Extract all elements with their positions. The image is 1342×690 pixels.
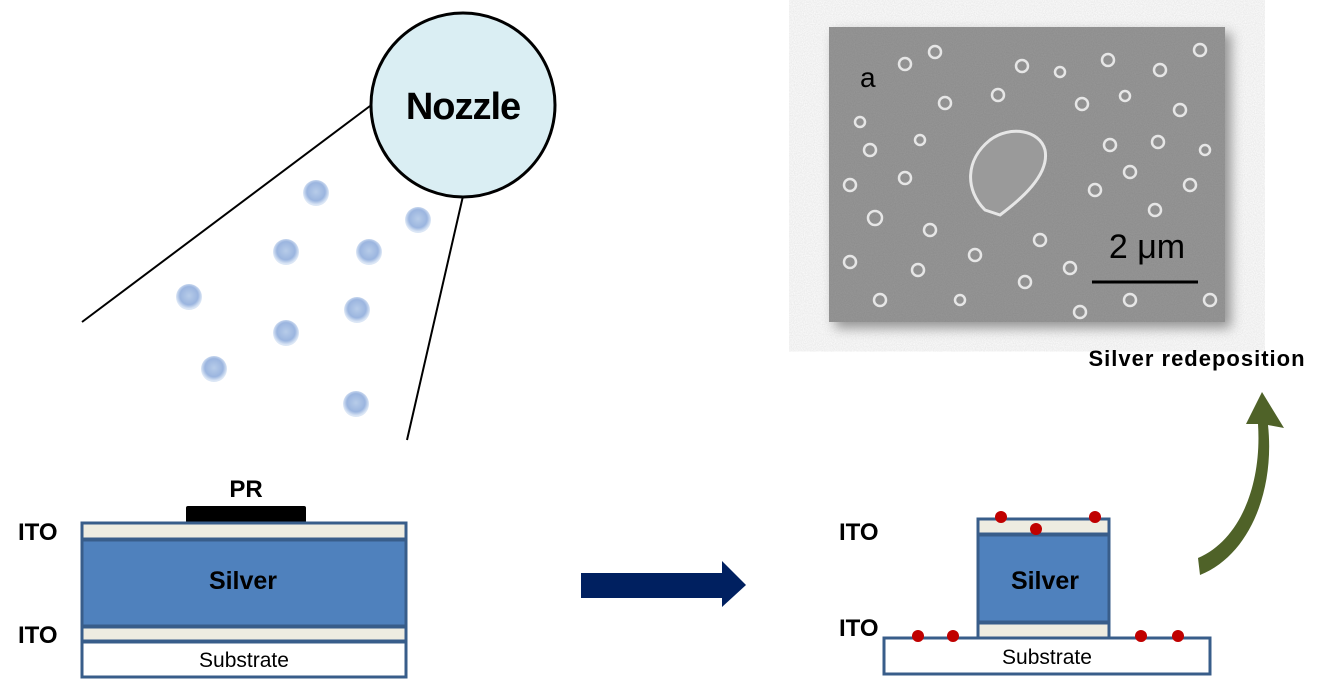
- droplet: [356, 239, 382, 265]
- substrate-layer: [80, 640, 408, 679]
- ito-bottom-layer: [80, 625, 408, 643]
- silver-particle: [947, 630, 959, 642]
- pr-layer: [186, 506, 306, 523]
- ito-top-label: ITO: [18, 519, 58, 546]
- silver-particle: [1135, 630, 1147, 642]
- droplet: [201, 356, 227, 382]
- ito-top-layer: [80, 521, 408, 541]
- silver-particles: [912, 511, 1184, 642]
- silver-particle: [1172, 630, 1184, 642]
- substrate-label: Substrate: [1002, 646, 1092, 669]
- sem-scale-label: 2 μm: [1109, 228, 1185, 266]
- silver-particle: [995, 511, 1007, 523]
- droplet: [344, 297, 370, 323]
- ito-bottom-label: ITO: [18, 622, 58, 649]
- right-layer-stack: [882, 517, 1212, 676]
- silver-particle: [1030, 523, 1042, 535]
- spray-line-right: [406, 195, 464, 441]
- nozzle-label: Nozzle: [406, 86, 520, 128]
- process-arrow-icon: [581, 561, 746, 607]
- silver-particle: [1089, 511, 1101, 523]
- droplet: [343, 391, 369, 417]
- redeposition-arrow-icon: [1198, 392, 1284, 575]
- silver-label: Silver: [209, 567, 277, 595]
- droplet: [405, 207, 431, 233]
- ito-top-layer: [976, 517, 1111, 536]
- droplet: [273, 320, 299, 346]
- ito-bottom-layer: [976, 621, 1111, 640]
- ito-top-label: ITO: [839, 519, 879, 546]
- sem-panel-label: a: [860, 62, 876, 93]
- droplets: [176, 180, 431, 417]
- silver-particle: [912, 630, 924, 642]
- droplet: [176, 284, 202, 310]
- substrate-label: Substrate: [199, 649, 289, 672]
- droplet: [303, 180, 329, 206]
- silver-layer: [976, 533, 1111, 624]
- nozzle: Nozzle: [369, 11, 557, 199]
- pr-label: PR: [229, 476, 262, 503]
- droplet: [273, 239, 299, 265]
- spray-line-left: [81, 105, 371, 323]
- silver-label: Silver: [1011, 567, 1079, 595]
- sem-particles: [842, 42, 1218, 320]
- left-layer-stack: [80, 506, 408, 679]
- redeposition-caption: Silver redeposition: [1088, 346, 1305, 371]
- ito-bottom-label: ITO: [839, 615, 879, 642]
